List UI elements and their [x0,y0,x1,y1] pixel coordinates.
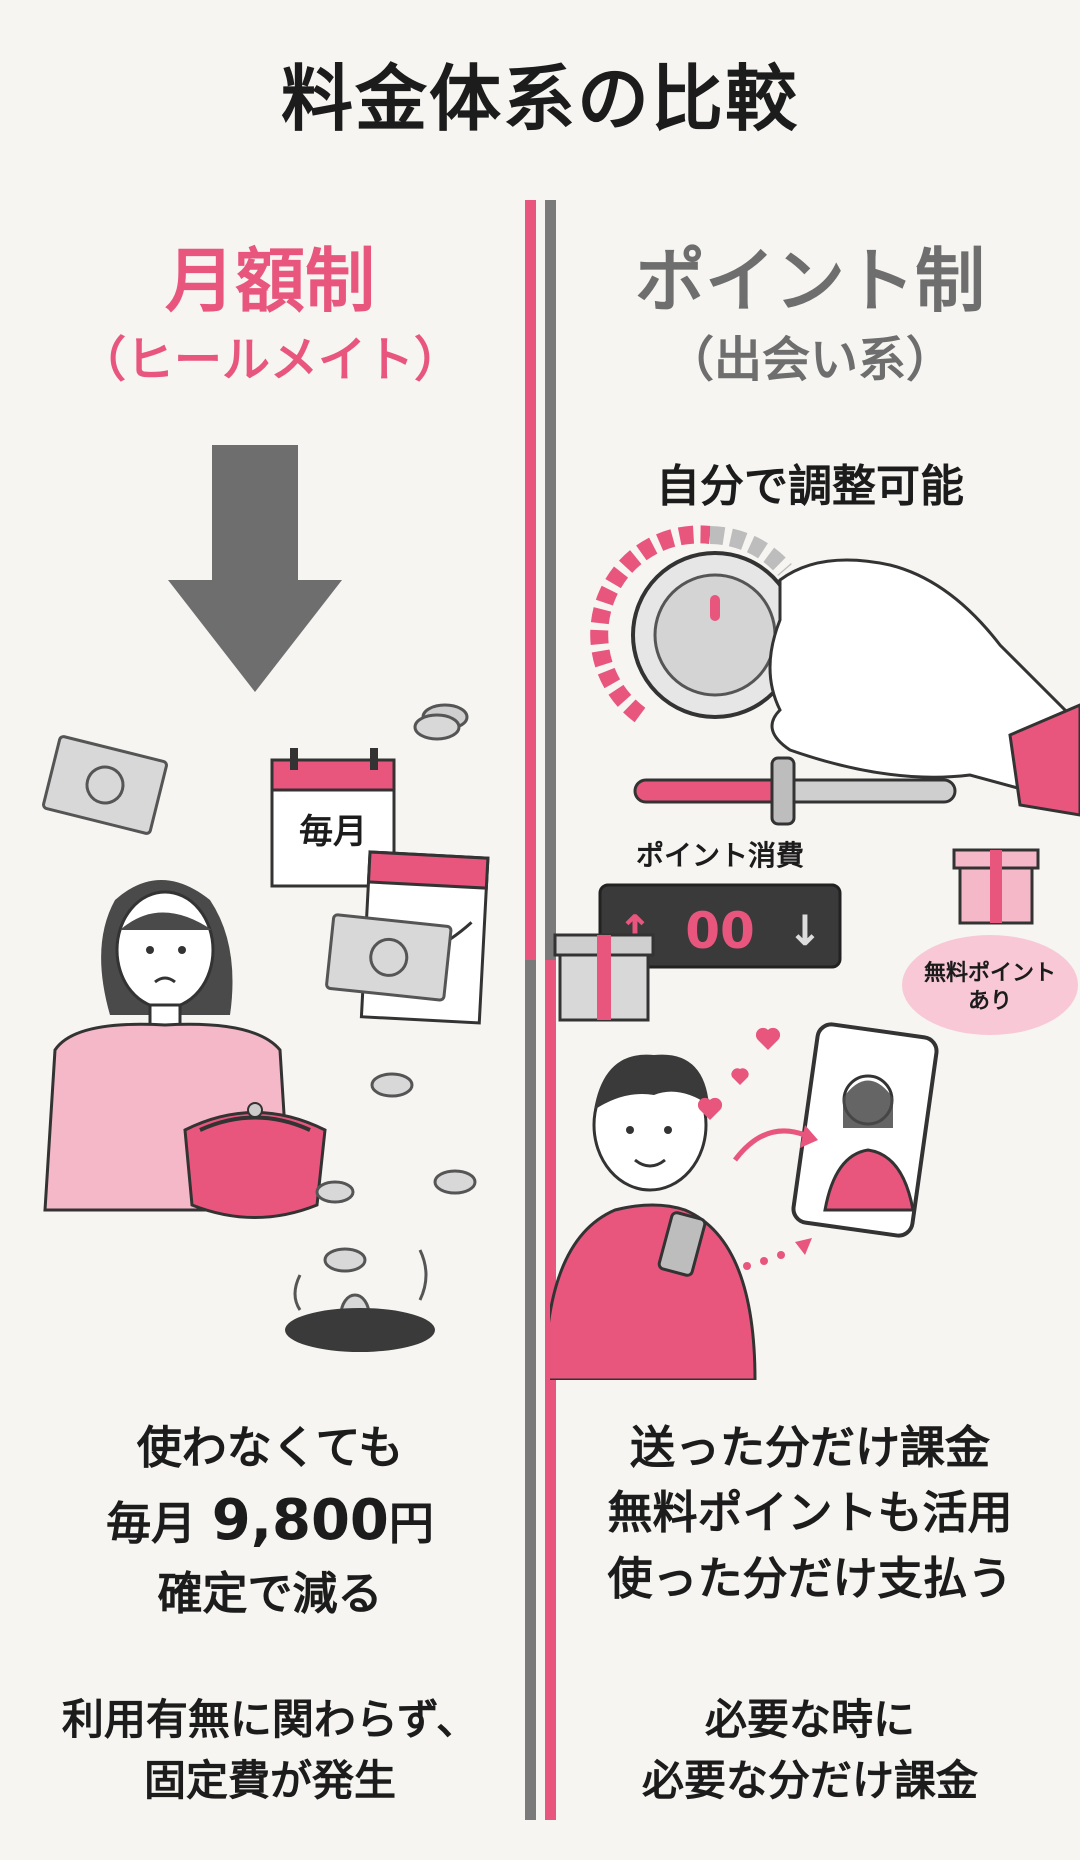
monthly-illustration: 毎月 [42,445,490,1352]
center-divider-right [545,200,556,1820]
points-note-line1: 必要な時に [704,1695,915,1744]
points-counter: ↑ 00 ↓ [598,883,842,969]
banknote-icon [325,913,453,1002]
dial-icon [590,525,799,723]
free-points-badge-line2: あり [968,989,1012,1014]
slider-icon [633,756,957,826]
points-plan-tagline: 自分で調整可能 [656,461,964,512]
woman-figure [43,880,292,1212]
banknote-icon [42,735,168,835]
points-illustration: ポイント消費 ↑ 00 ↓ 無料ポイント あり [550,525,1080,1380]
gift-icon [952,848,1040,925]
center-divider-left [525,200,536,1820]
monthly-note: 利用有無に関わらず、 固定費が発生 [10,1690,530,1812]
monthly-note-line2: 固定費が発生 [143,1755,396,1805]
points-summary-line3: 使った分だけ支払う [607,1551,1013,1605]
hole [285,1308,435,1352]
points-note-line2: 必要な分だけ課金 [641,1755,978,1805]
free-points-badge-line1: 無料ポイント [924,960,1056,986]
coin-icon [413,703,469,741]
monthly-plan-subheading: （ヒールメイト） [77,332,462,388]
monthly-note-line1: 利用有無に関わらず、 [61,1695,479,1744]
gift-icon [553,933,655,1022]
down-arrow-icon: ↓ [787,906,822,955]
monthly-summary: 使わなくても 毎月 9,800円 確定で減る [10,1415,530,1627]
calendar-icon: 毎月 [270,748,396,888]
monthly-plan-heading: 月額制 [165,240,375,322]
hand-figure [768,558,1080,817]
points-note: 必要な時に 必要な分だけ課金 [550,1690,1070,1812]
monthly-summary-line1: 使わなくても [136,1421,404,1474]
points-plan-heading: ポイント制 [635,240,985,322]
heart-icon [697,1027,781,1120]
down-arrow-icon [168,445,342,692]
coin-icon [315,1072,477,1337]
page-title: 料金体系の比較 [280,57,799,141]
wallet-icon [183,1102,327,1219]
monthly-summary-line2: 毎月 9,800円 [106,1488,434,1554]
points-counter-value: 00 [685,902,755,960]
dotted-arrow [726,1238,812,1274]
points-summary-line1: 送った分だけ課金 [629,1421,990,1474]
points-summary: 送った分だけ課金 無料ポイントも活用 使った分だけ支払う [550,1415,1070,1611]
points-counter-label: ポイント消費 [636,839,804,872]
smartphone-icon [791,1022,939,1238]
points-summary-line2: 無料ポイントも活用 [607,1486,1013,1540]
monthly-fee-amount: 9,800 [211,1488,389,1554]
man-figure [550,1054,757,1380]
calendar-label: 毎月 [299,812,367,852]
points-plan-subheading: （出会い系） [665,332,954,388]
monthly-summary-line3: 確定で減る [157,1567,383,1621]
free-points-badge: 無料ポイント あり [902,935,1078,1035]
